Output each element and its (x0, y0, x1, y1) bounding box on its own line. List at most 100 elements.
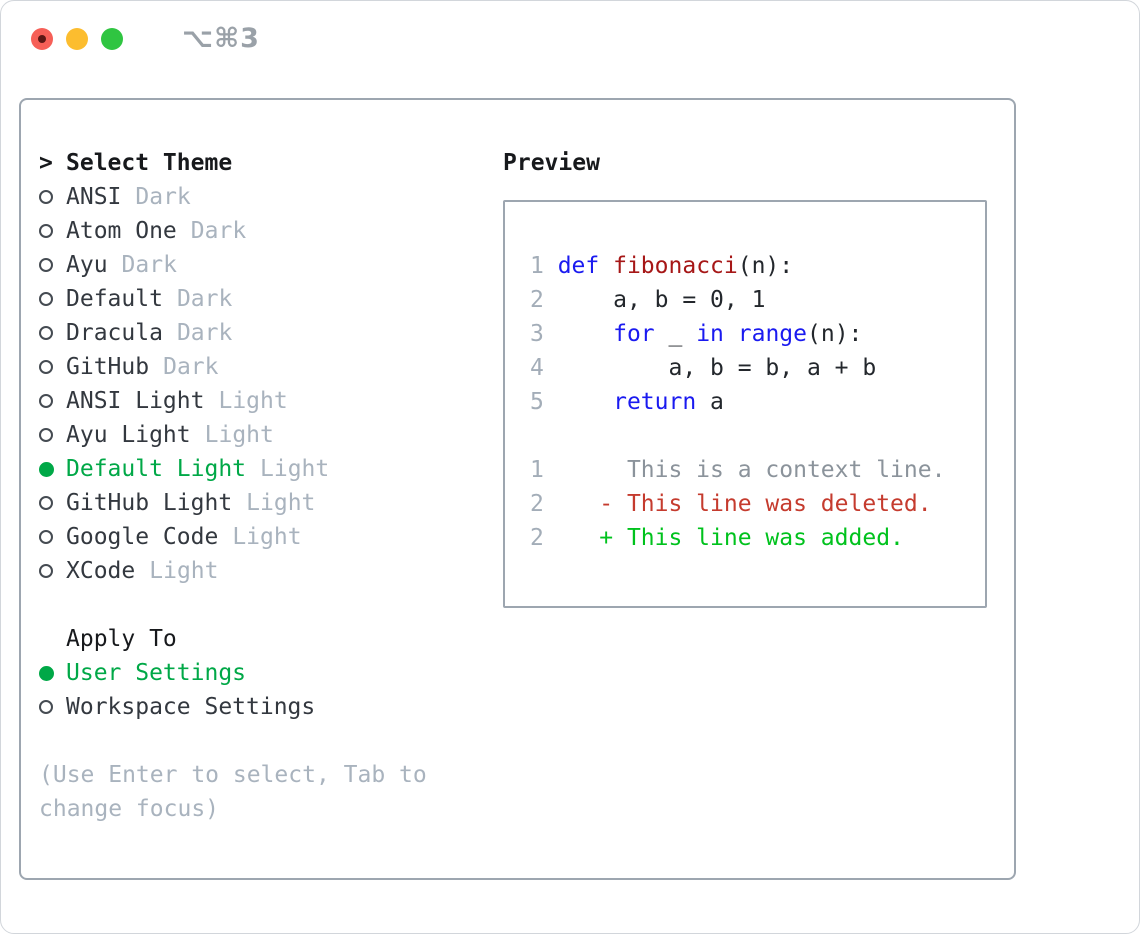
code-line: 5 return a (530, 385, 979, 419)
theme-option-default[interactable]: Default Dark (39, 282, 1014, 316)
code-line (530, 419, 979, 453)
radio-icon (39, 700, 66, 714)
radio-icon (39, 292, 66, 306)
theme-name: Default Light (66, 456, 247, 482)
code-segment: range (737, 321, 807, 347)
code-segment: 2 (530, 525, 558, 551)
radio-unselected-icon (39, 530, 53, 544)
radio-icon (39, 564, 66, 578)
theme-variant: Dark (176, 320, 233, 346)
code-segment: (n): (737, 253, 794, 279)
radio-icon (39, 394, 66, 408)
code-line: 3 for _ in range(n): (530, 317, 979, 351)
radio-selected-icon (39, 461, 54, 477)
theme-option-google-code[interactable]: Google Code Light (39, 520, 1014, 554)
radio-unselected-icon (39, 190, 53, 204)
code-line: 2 a, b = 0, 1 (530, 283, 979, 317)
code-line: 2 + This line was added. (530, 521, 979, 555)
radio-selected-icon (39, 665, 54, 681)
code-segment: _ (654, 321, 697, 347)
radio-icon (39, 461, 66, 477)
code-segment: (n): (807, 321, 863, 347)
theme-variant: Light (246, 490, 316, 516)
theme-name: ANSI (66, 184, 122, 210)
code-segment: a, b = 0, 1 (557, 287, 766, 313)
radio-icon (39, 360, 66, 374)
radio-icon (39, 224, 66, 238)
radio-unselected-icon (39, 496, 53, 510)
theme-name: Google Code (66, 524, 219, 550)
close-button[interactable] (31, 28, 53, 50)
code-segment (724, 321, 738, 347)
code-segment: This is a context line. (557, 457, 946, 483)
radio-unselected-icon (39, 428, 53, 442)
close-dot-icon (38, 35, 46, 43)
radio-icon (39, 326, 66, 340)
titlebar: ⌥⌘3 (31, 23, 260, 54)
theme-option-github-light[interactable]: GitHub Light Light (39, 486, 1014, 520)
window-shortcut-label: ⌥⌘3 (182, 23, 260, 54)
radio-unselected-icon (39, 564, 53, 578)
theme-variant: Light (204, 422, 274, 448)
radio-icon (39, 665, 66, 681)
code-segment: 2 (530, 491, 558, 517)
code-segment: + This line was added. (599, 525, 904, 551)
theme-option-github[interactable]: GitHub Dark (39, 350, 1014, 384)
apply-to-title: Apply To (66, 626, 177, 652)
code-segment (558, 389, 613, 415)
radio-unselected-icon (39, 326, 53, 340)
theme-name: Dracula (66, 320, 163, 346)
code-segment: - This line was deleted. (599, 491, 932, 517)
code-segment: a, b = b, a + b (557, 355, 877, 381)
radio-icon (39, 496, 66, 510)
theme-option-ansi[interactable]: ANSI Dark (39, 180, 1014, 214)
apply-option-label: User Settings (66, 660, 247, 686)
theme-variant: Dark (163, 354, 219, 380)
maximize-button[interactable] (101, 28, 123, 50)
theme-variant: Light (232, 524, 302, 550)
theme-name: GitHub (66, 354, 150, 380)
theme-variant: Dark (190, 218, 247, 244)
radio-icon (39, 258, 66, 272)
minimize-button[interactable] (66, 28, 88, 50)
apply-option-workspace-settings[interactable]: Workspace Settings (39, 690, 1014, 724)
theme-name: Default (66, 286, 163, 312)
radio-icon (39, 530, 66, 544)
theme-name: Ayu (66, 252, 108, 278)
code-segment: def (557, 253, 600, 279)
code-line: 1 This is a context line. (530, 453, 979, 487)
spacer (39, 724, 1014, 758)
code-segment: 3 (530, 321, 558, 347)
theme-option-dracula[interactable]: Dracula Dark (39, 316, 1014, 350)
code-segment: 1 (530, 253, 558, 279)
code-segment: in (696, 321, 724, 347)
theme-variant: Dark (135, 184, 191, 210)
code-segment: return (613, 389, 697, 415)
code-segment: 2 (530, 287, 558, 313)
code-segment: 4 (530, 355, 558, 381)
apply-option-user-settings[interactable]: User Settings (39, 656, 1014, 690)
theme-name: XCode (66, 558, 136, 584)
radio-icon (39, 190, 66, 204)
prompt-icon: > (39, 150, 53, 176)
theme-option-default-light[interactable]: Default Light Light (39, 452, 1014, 486)
code-segment (558, 321, 613, 347)
theme-name: ANSI Light (66, 388, 205, 414)
theme-variant: Dark (176, 286, 233, 312)
preview-title: Preview (503, 150, 600, 176)
select-theme-header-row: > Select Theme (39, 146, 1014, 180)
theme-name: GitHub Light (66, 490, 233, 516)
help-line: (Use Enter to select, Tab to (39, 762, 427, 788)
code-segment: for (613, 321, 655, 347)
theme-variant: Light (260, 456, 330, 482)
code-segment (599, 253, 613, 279)
